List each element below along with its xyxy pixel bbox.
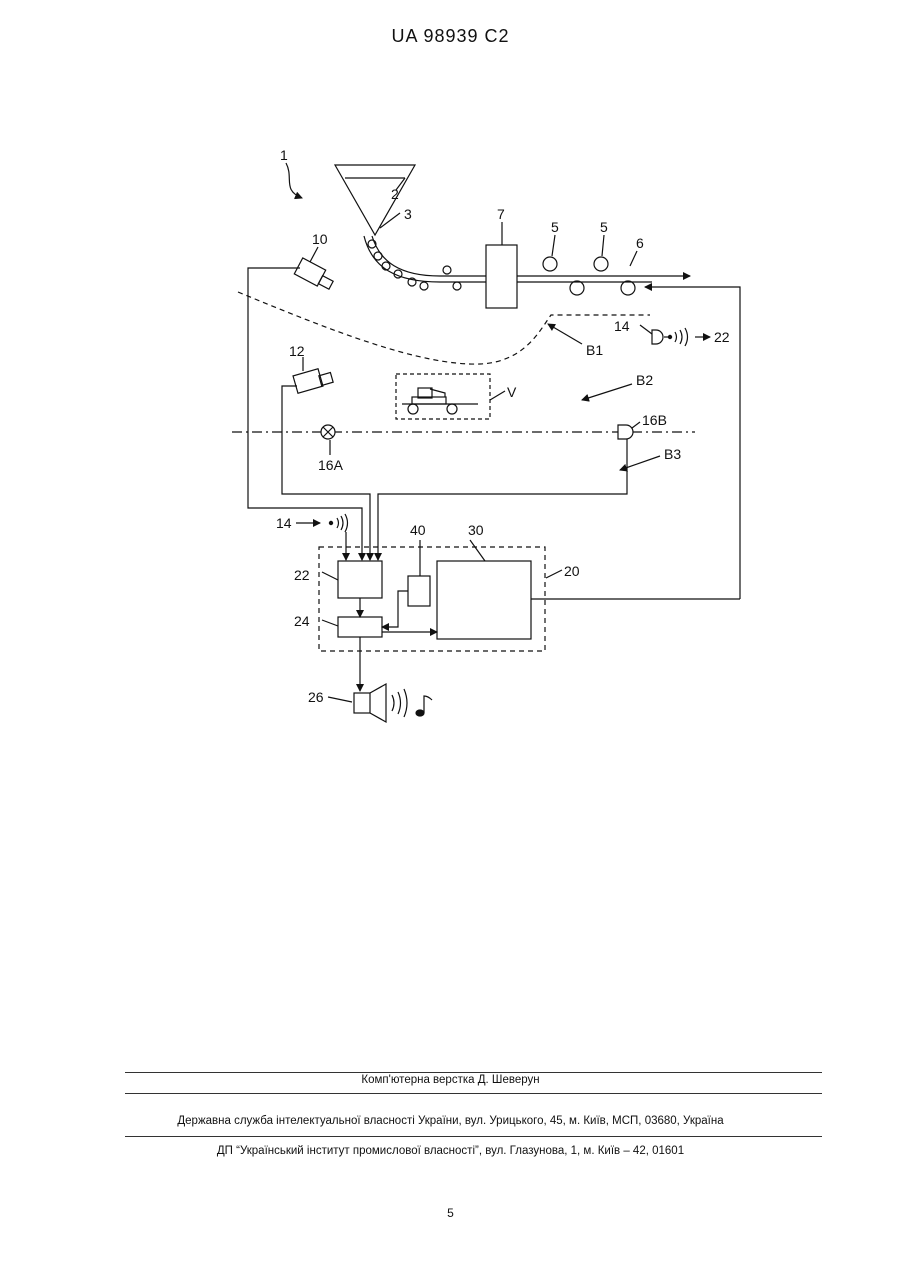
vehicle-v <box>402 388 478 414</box>
label-22: 22 <box>294 567 310 583</box>
label-5a: 5 <box>551 219 559 235</box>
wire-12 <box>282 386 370 560</box>
leader-16b <box>632 422 640 428</box>
label-10: 10 <box>312 231 328 247</box>
wire-16b <box>378 439 627 560</box>
unit-7 <box>486 245 517 308</box>
label-40: 40 <box>410 522 426 538</box>
label-v: V <box>507 384 517 400</box>
label-2: 2 <box>391 186 399 202</box>
label-20: 20 <box>564 563 580 579</box>
label-5b: 5 <box>600 219 608 235</box>
label-30: 30 <box>468 522 484 538</box>
block-40 <box>408 576 430 606</box>
block-22 <box>338 561 382 598</box>
leader-1 <box>286 163 302 198</box>
camera-12 <box>293 369 333 393</box>
leader-b1 <box>548 324 582 344</box>
label-14-top: 14 <box>614 318 630 334</box>
leader-22 <box>322 572 338 580</box>
footer-institute: ДП “Український інститут промислової вла… <box>0 1145 901 1157</box>
sensor-14-top <box>652 330 663 344</box>
lamp-16a <box>321 425 335 439</box>
label-26: 26 <box>308 689 324 705</box>
sensor-16b <box>618 425 633 439</box>
leader-b2 <box>582 384 632 400</box>
label-6: 6 <box>636 235 644 251</box>
leader-5b <box>602 235 604 256</box>
music-note-icon <box>416 696 432 716</box>
leader-5a <box>552 235 555 256</box>
page-number: 5 <box>0 1206 901 1220</box>
label-3: 3 <box>404 206 412 222</box>
footer-rule-middle <box>125 1093 822 1094</box>
leader-30 <box>470 540 485 561</box>
camera-10 <box>294 258 333 289</box>
hopper <box>335 165 415 235</box>
label-16b: 16B <box>642 412 667 428</box>
label-16a: 16A <box>318 457 344 473</box>
figure-drawing: 1 2 3 7 5 5 6 10 14 22 B1 12 B2 V 16B 16… <box>0 0 901 800</box>
label-14-bottom: 14 <box>276 515 292 531</box>
footer-layout-credit: Комп'ютерна верстка Д. Шеверун <box>0 1074 901 1086</box>
leader-26 <box>328 697 352 702</box>
label-12: 12 <box>289 343 305 359</box>
leader-20 <box>546 570 562 578</box>
block-30 <box>437 561 531 639</box>
leader-10 <box>310 247 318 262</box>
block-24 <box>338 617 382 637</box>
label-7: 7 <box>497 206 505 222</box>
label-b3: B3 <box>664 446 681 462</box>
controller-box-20 <box>319 547 545 651</box>
patent-figure: 1 2 3 7 5 5 6 10 14 22 B1 12 B2 V 16B 16… <box>0 0 901 800</box>
leader-6 <box>630 251 637 266</box>
leader-v <box>490 391 505 400</box>
footer-rule-bottom <box>125 1136 822 1137</box>
leader-24 <box>322 620 338 626</box>
label-24: 24 <box>294 613 310 629</box>
leader-b3 <box>620 456 660 470</box>
footer-agency: Державна служба інтелектуальної власност… <box>0 1115 901 1127</box>
label-b2: B2 <box>636 372 653 388</box>
label-b1: B1 <box>586 342 603 358</box>
speaker-26 <box>354 684 407 722</box>
label-1: 1 <box>280 147 288 163</box>
label-22-top: 22 <box>714 329 730 345</box>
footer-rule-top <box>125 1072 822 1073</box>
wire-10 <box>248 268 362 560</box>
